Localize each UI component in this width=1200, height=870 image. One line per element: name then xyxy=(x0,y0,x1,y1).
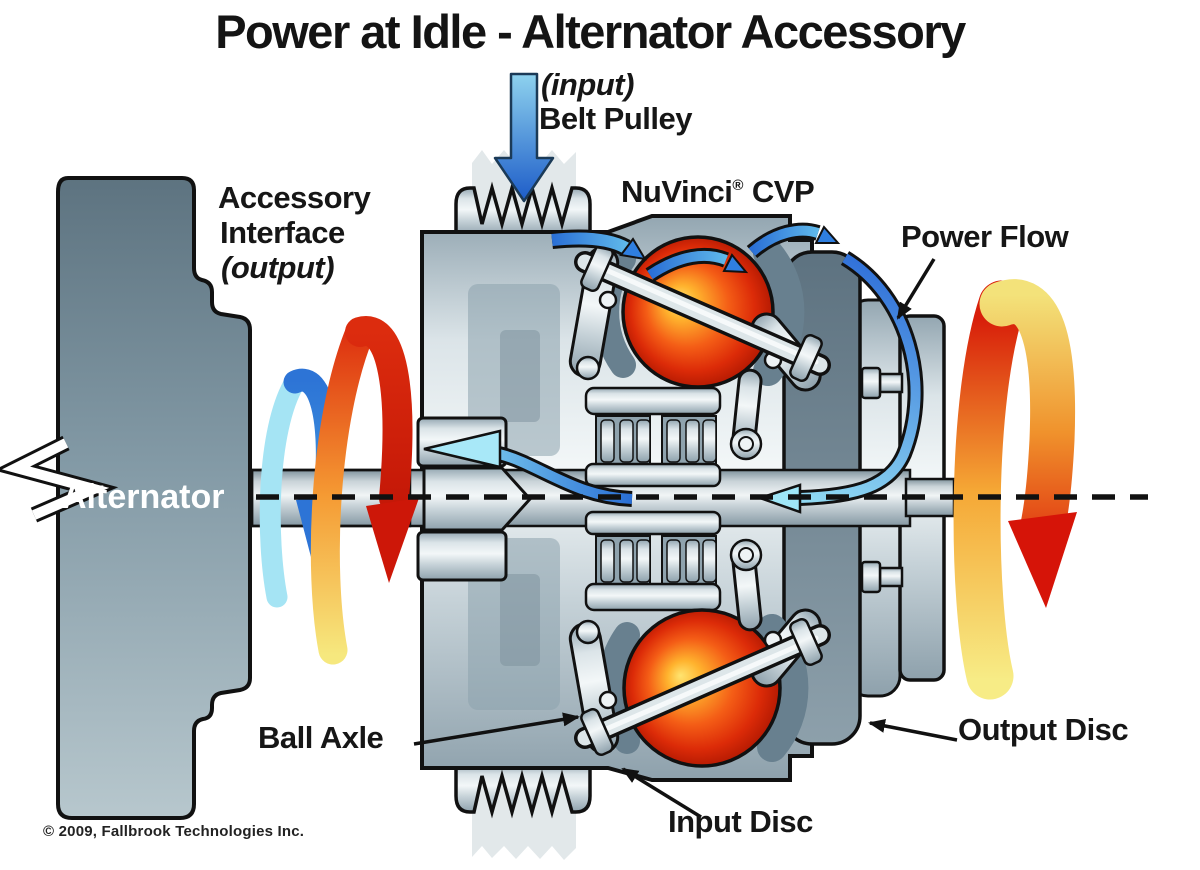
ball-axle-top xyxy=(574,243,831,383)
accessory-rotation-arrow-red xyxy=(310,316,419,665)
nuvinci-type: CVP xyxy=(751,174,815,209)
accessory-interface-label-line3: (output) xyxy=(221,250,335,285)
power-flow-label: Power Flow xyxy=(901,219,1069,254)
copyright-notice: © 2009, Fallbrook Technologies Inc. xyxy=(43,823,305,840)
nuvinci-name: NuVinci xyxy=(621,174,733,209)
output-rotation-arrow xyxy=(953,279,1077,700)
registered-trademark-icon: ® xyxy=(732,177,743,194)
roller-cage-bottom xyxy=(584,510,722,612)
hub-cone xyxy=(416,416,533,582)
input-disc-label: Input Disc xyxy=(668,804,813,839)
belt-pulley-label: Belt Pulley xyxy=(539,101,693,136)
accessory-interface-label-line1: Accessory xyxy=(218,180,371,215)
belt-input-arrow xyxy=(493,72,555,203)
output-disc-leader xyxy=(868,719,958,742)
input-qualifier-label: (input) xyxy=(541,67,634,102)
alternator-label: Alternator xyxy=(62,478,225,516)
ball-axle-label: Ball Axle xyxy=(258,720,384,755)
ball-axle-leader xyxy=(413,712,580,746)
ball-axle-bottom xyxy=(574,617,831,757)
input-disc-leader xyxy=(621,767,702,819)
alternator-shape xyxy=(0,176,252,820)
diagram-title: Power at Idle - Alternator Accessory xyxy=(215,5,966,58)
bolt-stud-bottom xyxy=(878,566,904,588)
power-flow-leader xyxy=(896,258,936,320)
belt-pulley-shape xyxy=(454,181,592,819)
accessory-interface-label-line2: Interface xyxy=(220,215,345,250)
bolt-stud-top xyxy=(878,372,904,394)
nuvinci-cvp-label: NuVinci® CVP xyxy=(621,174,815,209)
break-symbol xyxy=(0,435,119,523)
output-disc-label: Output Disc xyxy=(958,712,1129,747)
roller-cage-top xyxy=(584,386,722,488)
leader-lines xyxy=(413,258,958,819)
